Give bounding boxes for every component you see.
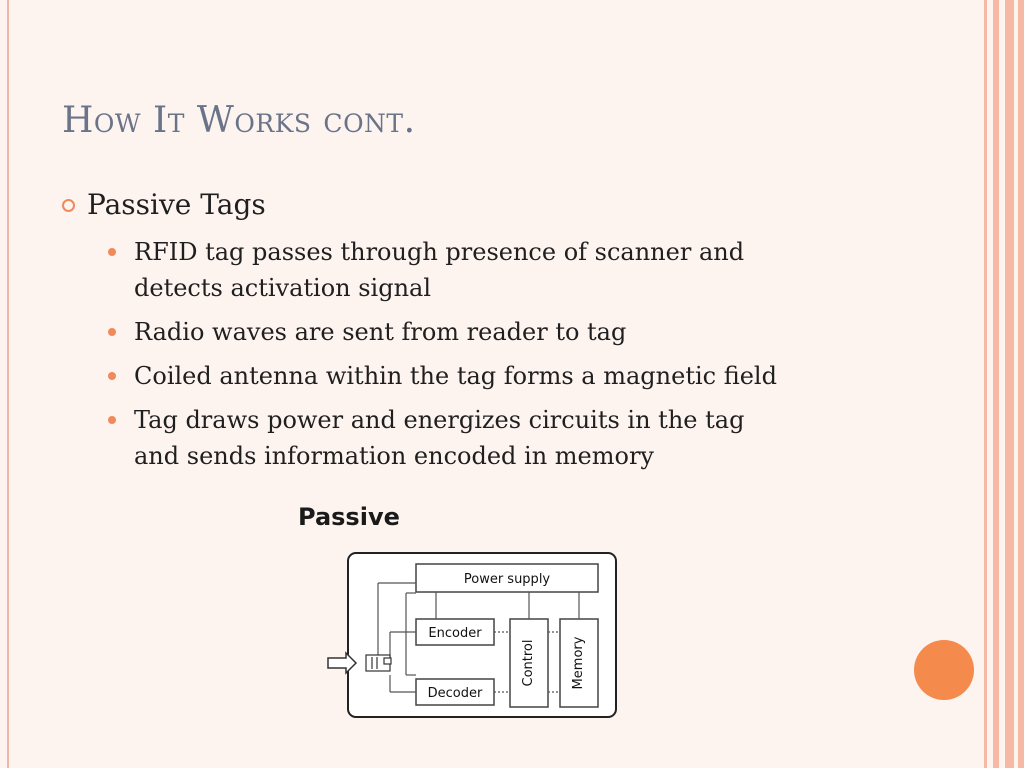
power-supply-box <box>415 563 599 593</box>
main-bullet-text: Passive Tags <box>87 188 266 221</box>
power-supply-label: Power supply <box>464 572 551 587</box>
antenna-coil-icon <box>365 654 392 672</box>
decoder-label: Decoder <box>428 686 483 701</box>
ring-bullet-icon <box>62 199 75 212</box>
left-border-line <box>7 0 9 768</box>
sub-bullet-line: and sends information encoded in memory <box>134 442 654 470</box>
decorative-stripe <box>1005 0 1014 768</box>
dot-bullet-icon <box>108 416 116 424</box>
decorative-stripe <box>993 0 999 768</box>
decoder-box <box>415 678 495 706</box>
control-box <box>509 618 549 708</box>
diagram-svg: Power supply Encoder Decoder Control Mem… <box>327 552 617 718</box>
sub-bullet-line: Tag draws power and energizes circuits i… <box>134 406 745 434</box>
dot-bullet-icon <box>108 372 116 380</box>
sub-bullet-line: Radio waves are sent from reader to tag <box>134 318 627 346</box>
passive-tag-diagram: Power supply Encoder Decoder Control Mem… <box>320 545 620 729</box>
main-bullet: Passive Tags <box>62 188 266 221</box>
dot-bullet-icon <box>108 248 116 256</box>
sub-bullet-item: RFID tag passes through presence of scan… <box>108 234 868 306</box>
sub-bullet-line: detects activation signal <box>134 274 432 302</box>
encoder-box <box>415 618 495 646</box>
input-arrow-icon <box>327 651 358 675</box>
diagram-title: Passive <box>298 503 400 531</box>
sub-bullet-line: RFID tag passes through presence of scan… <box>134 238 745 266</box>
slide-title-text: How It Works cont. <box>62 100 416 141</box>
decorative-circle <box>914 640 974 700</box>
sub-bullet-line: Coiled antenna within the tag forms a ma… <box>134 362 777 390</box>
decorative-stripe <box>1018 0 1024 768</box>
memory-label: Memory <box>571 636 586 689</box>
dot-bullet-icon <box>108 328 116 336</box>
encoder-label: Encoder <box>428 626 482 641</box>
control-label: Control <box>521 640 536 687</box>
slide-title: How It Works cont. <box>62 100 416 141</box>
sub-bullet-item: Coiled antenna within the tag forms a ma… <box>108 358 868 394</box>
sub-bullet-list: RFID tag passes through presence of scan… <box>108 234 868 482</box>
sub-bullet-item: Tag draws power and energizes circuits i… <box>108 402 868 474</box>
decorative-stripe <box>984 0 987 768</box>
sub-bullet-item: Radio waves are sent from reader to tag <box>108 314 868 350</box>
diagram-wires <box>377 582 580 693</box>
